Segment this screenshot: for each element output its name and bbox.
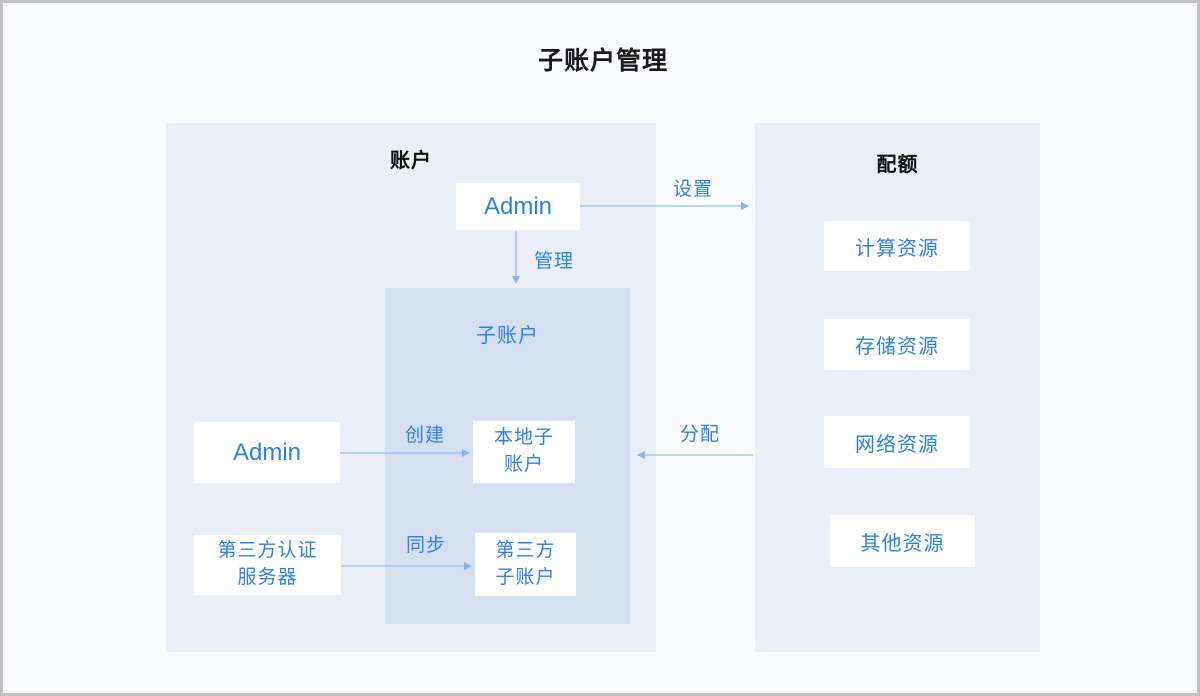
node-third-party-auth-server-line2: 服务器 (237, 567, 298, 588)
node-thirdparty-subaccount-line1: 第三方 (495, 539, 556, 561)
node-compute-resources: 计算资源 (824, 221, 970, 271)
node-other-resources: 其他资源 (830, 515, 975, 567)
edge-label-allocate: 分配 (680, 424, 721, 445)
subaccount-panel-label: 子账户 (476, 325, 539, 347)
node-thirdparty-subaccount-line2: 子账户 (495, 566, 556, 588)
node-thirdparty-subaccount: 第三方 子账户 (475, 533, 576, 596)
quota-panel (755, 123, 1040, 652)
node-admin-left: Admin (194, 422, 340, 483)
node-third-party-auth-server-line1: 第三方认证 (217, 540, 318, 562)
quota-panel-label: 配额 (876, 154, 919, 176)
node-local-subaccount-line2: 账户 (503, 454, 544, 475)
account-panel-label: 账户 (390, 150, 432, 172)
page-title: 子账户管理 (537, 47, 668, 75)
node-local-subaccount-line1: 本地子 (493, 427, 554, 449)
node-third-party-auth-server: 第三方认证 服务器 (194, 535, 341, 595)
edge-label-sync: 同步 (406, 535, 447, 556)
edge-label-create: 创建 (405, 425, 446, 446)
node-local-subaccount: 本地子 账户 (473, 421, 575, 483)
node-admin-top: Admin (456, 183, 580, 230)
node-network-resources: 网络资源 (824, 416, 970, 468)
edge-label-set: 设置 (673, 179, 714, 200)
node-storage-resources: 存储资源 (824, 319, 970, 370)
edge-label-manage: 管理 (534, 251, 575, 272)
